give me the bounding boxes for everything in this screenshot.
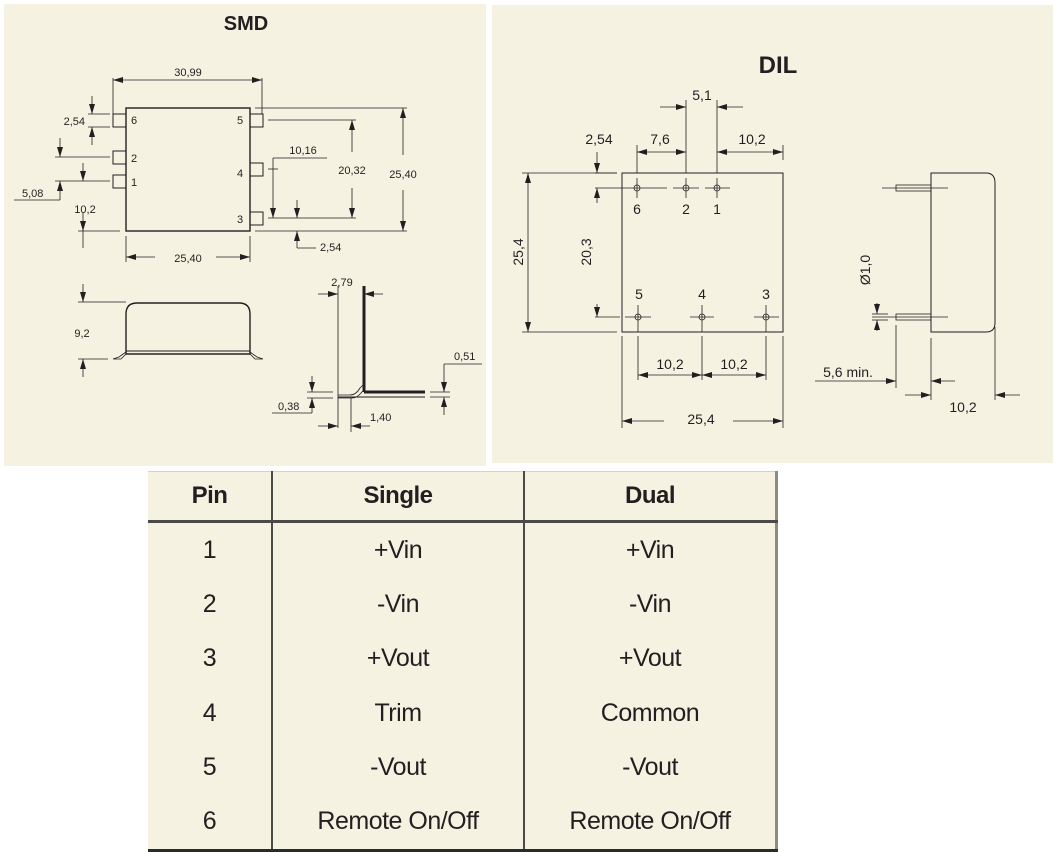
dual-function-cell: Remote On/Off (523, 794, 777, 851)
dim-smd-pin3-to-edge: 2,54 (320, 242, 341, 254)
dim-dil-pin-5-4-spacing: 10,2 (656, 356, 683, 372)
dim-smd-pin1-to-edge: 10,2 (74, 204, 95, 216)
pin-number-cell: 6 (202, 807, 217, 836)
single-function-cell: -Vin (271, 577, 524, 632)
single-function-cell: +Vin (271, 521, 524, 578)
dil-side-view: Ø1,0 5,6 min. 10,2 (815, 172, 1020, 415)
pin-number-cell: 1 (202, 535, 217, 564)
smd-side-view: 9,2 (74, 284, 264, 377)
dil-pin-label-3: 3 (762, 286, 770, 302)
table-row: 3 +Vout +Vout (148, 631, 777, 686)
pin-number-cell: 5 (202, 752, 217, 781)
smd-top-view: 6 2 1 5 4 3 30,99 2,54 5,08 (14, 67, 417, 265)
dim-smd-pin-spacing-1-2: 5,08 (22, 188, 43, 200)
dil-title: DIL (759, 52, 798, 79)
dil-drawing-panel: DIL 6 2 1 (492, 5, 1053, 463)
dil-pin-label-5: 5 (635, 286, 643, 302)
single-function-cell: Remote On/Off (271, 794, 524, 851)
dim-smd-lead-thickness-right: 0,51 (454, 351, 475, 363)
smd-body-outline (125, 107, 251, 232)
dim-dil-pin-4-3-spacing: 10,2 (720, 356, 747, 372)
smd-pin-pad-1 (112, 174, 127, 189)
smd-pin-pad-5 (249, 113, 264, 128)
dil-pin-label-1: 1 (713, 201, 721, 217)
table-row: 4 Trim Common (148, 685, 777, 741)
dim-dil-pin-row-offset: 2,54 (585, 131, 612, 147)
dim-smd-lead-thickness-left: 0,38 (278, 401, 299, 413)
dual-function-cell: -Vin (523, 577, 777, 632)
dil-body-outline (621, 172, 784, 333)
dil-pin-label-4: 4 (698, 286, 706, 302)
table-header-row: Pin Single Dual (148, 471, 777, 523)
smd-pin-label-3: 3 (237, 214, 243, 226)
dim-dil-pin1-offset: 10,2 (738, 131, 765, 147)
dim-dil-pin6-offset: 7,6 (650, 131, 670, 147)
smd-lead-detail: 2,79 0,38 1,40 0,51 (272, 277, 482, 432)
dual-function-cell: +Vout (523, 631, 777, 686)
pin-number-cell: 2 (202, 589, 217, 618)
pin-number-cell: 4 (202, 698, 217, 727)
dil-drawing: DIL 6 2 1 (510, 52, 1020, 428)
dim-dil-pin-length: 5,6 min. (823, 364, 873, 380)
dim-smd-lead-foot: 1,40 (370, 412, 391, 424)
smd-pin-pad-4 (249, 162, 264, 177)
pin-number-cell: 3 (202, 644, 217, 673)
smd-pin-label-2: 2 (131, 153, 137, 165)
dim-smd-height: 9,2 (74, 328, 89, 340)
dim-dil-body-height: 25,4 (510, 238, 526, 265)
dil-top-view: 6 2 1 5 4 3 5,1 7,6 (510, 87, 784, 428)
smd-drawing-panel: SMD 6 2 1 5 4 3 30,99 (4, 4, 486, 466)
single-function-cell: Trim (271, 685, 524, 741)
dual-function-cell: Common (523, 685, 777, 741)
table-row: 5 -Vout -Vout (148, 740, 777, 795)
single-function-cell: -Vout (271, 740, 524, 795)
column-header-dual: Dual (523, 471, 777, 523)
dim-smd-pin-spacing-5-3: 20,32 (338, 165, 366, 177)
dil-pin-label-2: 2 (682, 201, 690, 217)
smd-pin-label-4: 4 (237, 168, 243, 180)
dil-pin-2 (673, 178, 699, 198)
dim-smd-overall-length: 30,99 (174, 67, 202, 79)
dual-function-cell: +Vin (523, 521, 777, 578)
table-row: 2 -Vin -Vin (148, 577, 777, 632)
dim-dil-row-spacing: 20,3 (578, 238, 594, 265)
smd-pin-label-6: 6 (131, 115, 137, 127)
dil-pin-6 (595, 178, 667, 198)
table-row: 1 +Vin +Vin (148, 521, 777, 578)
dim-smd-lead-length: 2,79 (331, 277, 352, 289)
smd-pin-pad-3 (249, 211, 264, 226)
smd-pin-label-1: 1 (131, 177, 137, 189)
smd-drawing: SMD 6 2 1 5 4 3 30,99 (14, 13, 482, 432)
dil-pin-1 (705, 178, 730, 198)
dim-smd-pin-width: 2,54 (64, 116, 85, 128)
dil-pin-4 (690, 305, 714, 332)
dim-dil-body-width: 25,4 (687, 411, 714, 427)
table-row: 6 Remote On/Off Remote On/Off (148, 794, 777, 851)
dil-pin-label-6: 6 (633, 201, 641, 217)
dim-dil-pin-diameter: Ø1,0 (857, 255, 873, 286)
single-function-cell: +Vout (271, 631, 524, 686)
dim-dil-body-thickness: 10,2 (949, 399, 976, 415)
column-header-single: Single (271, 471, 524, 523)
smd-pin-pad-2 (112, 150, 127, 165)
dual-function-cell: -Vout (523, 740, 777, 795)
dim-smd-body-height: 25,40 (389, 169, 417, 181)
dim-smd-pin4-offset: 10,16 (289, 145, 317, 157)
dim-smd-body-width: 25,40 (174, 253, 202, 265)
column-header-pin: Pin (148, 471, 272, 523)
dim-dil-pin-1-2-spacing: 5,1 (692, 87, 712, 103)
dil-pin-5 (595, 305, 651, 332)
smd-title: SMD (224, 13, 268, 35)
smd-pin-pad-6 (112, 113, 127, 128)
pin-assignment-table: Pin Single Dual 1 +Vin +Vin 2 -Vin -Vin … (148, 471, 778, 852)
dil-pin-3 (754, 305, 779, 332)
smd-pin-label-5: 5 (237, 115, 243, 127)
